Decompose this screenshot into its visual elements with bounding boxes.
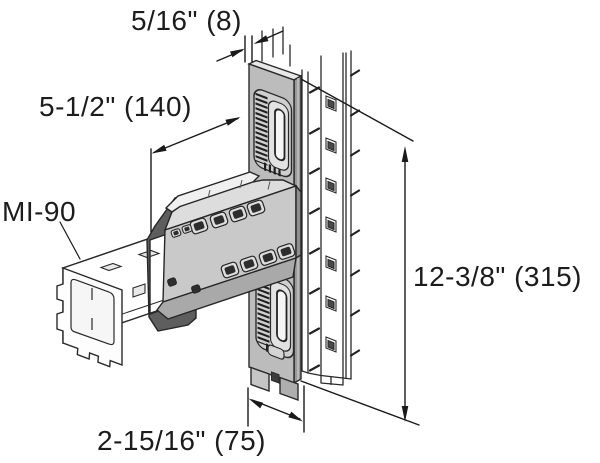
vertical-strut-drawing bbox=[261, 26, 352, 386]
dimension-plate-width bbox=[247, 385, 305, 433]
sleeve-holes-small bbox=[167, 224, 201, 294]
dimension-plate-height bbox=[300, 78, 420, 426]
dimension-plate-thickness bbox=[216, 30, 284, 63]
dimension-lines bbox=[59, 30, 420, 433]
beam-inner-cavity bbox=[70, 278, 115, 346]
dimension-plate-height-label: 12-3/8" (315) bbox=[413, 261, 582, 292]
dimension-beam-offset bbox=[150, 117, 241, 233]
plate-slot-top bbox=[253, 89, 293, 178]
dimension-beam-offset-label: 5-1/2" (140) bbox=[39, 91, 192, 122]
sleeve-holes-upper bbox=[189, 199, 266, 235]
sleeve-chamfer-band bbox=[163, 179, 298, 232]
dimension-plate-width-label: 2-15/16" (75) bbox=[97, 425, 266, 456]
label-leader-line bbox=[59, 221, 81, 260]
sleeve-holes-lower bbox=[220, 243, 296, 279]
sleeve-connector-drawing bbox=[146, 171, 302, 332]
sleeve-end-rim bbox=[295, 184, 302, 260]
strut-holes bbox=[325, 95, 337, 353]
sleeve-bottom-band bbox=[156, 256, 297, 320]
strut-edge-ticks bbox=[308, 69, 361, 372]
plate-foot-front bbox=[250, 366, 270, 392]
plate-foot-hole bbox=[271, 371, 280, 384]
dimension-plate-thickness-label: 5/16" (8) bbox=[131, 5, 242, 36]
plate-foot-rear bbox=[279, 376, 299, 401]
product-label: MI-90 bbox=[2, 196, 76, 227]
